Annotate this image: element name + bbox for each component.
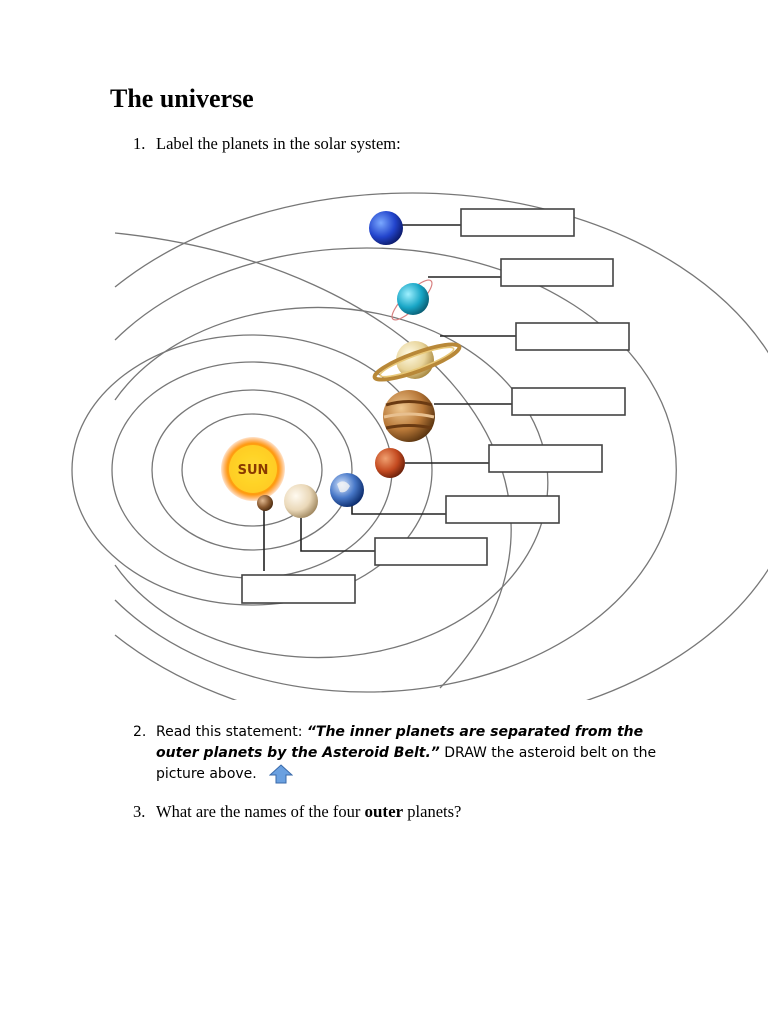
orbits	[71, 192, 768, 700]
orbit-2	[151, 389, 353, 551]
orbit-8	[114, 232, 512, 689]
question-2-instruction: DRAW the asteroid belt on the	[439, 745, 657, 761]
uranus-planet	[391, 279, 433, 321]
question-2-quote-line-1: “The inner planets are separated from th…	[306, 724, 644, 740]
question-1-number: 1.	[133, 134, 146, 153]
orbit-7	[114, 192, 768, 700]
label-box-uranus[interactable]	[500, 258, 614, 287]
question-1-text: Label the planets in the solar system:	[156, 134, 401, 153]
mercury-planet	[257, 495, 273, 511]
orbit-1	[181, 413, 323, 527]
question-2-number: 2.	[133, 724, 147, 740]
question-3-text-bold: outer	[364, 802, 404, 821]
question-2-instruction-end: picture above.	[156, 766, 257, 782]
earth-planet	[330, 473, 364, 507]
label-box-mars[interactable]	[488, 444, 603, 473]
label-box-jupiter[interactable]	[511, 387, 626, 416]
solar-system-diagram: SUN	[71, 192, 768, 700]
orbit-4	[71, 334, 433, 606]
question-2-body: Read this statement: “The inner planets …	[156, 722, 676, 785]
question-3-text-after: planets?	[403, 802, 462, 821]
orbit-6	[114, 247, 677, 693]
up-arrow-icon	[269, 764, 294, 784]
sun-label: SUN	[238, 463, 269, 478]
leader-lines	[263, 224, 516, 571]
sun: SUN	[221, 437, 285, 501]
neptune-planet	[369, 211, 403, 245]
jupiter-planet	[383, 390, 435, 442]
orbit-5	[114, 306, 549, 659]
label-box-neptune[interactable]	[460, 208, 575, 237]
page-title: The universe	[110, 84, 254, 113]
question-2-lead: Read this statement:	[156, 724, 307, 740]
question-3-text: What are the names of the four outer pla…	[156, 802, 461, 822]
question-2-quote-line-2: outer planets by the Asteroid Belt.”	[156, 745, 440, 761]
mars-planet	[375, 448, 405, 478]
label-box-venus[interactable]	[374, 537, 488, 566]
question-3-text-before: What are the names of the four	[156, 802, 365, 821]
venus-planet	[284, 484, 318, 518]
label-box-saturn[interactable]	[515, 322, 630, 351]
label-box-earth[interactable]	[445, 495, 560, 524]
saturn-planet	[372, 341, 462, 382]
question-3-number: 3.	[133, 802, 146, 821]
label-box-mercury[interactable]	[241, 574, 356, 604]
label-boxes	[241, 208, 630, 604]
